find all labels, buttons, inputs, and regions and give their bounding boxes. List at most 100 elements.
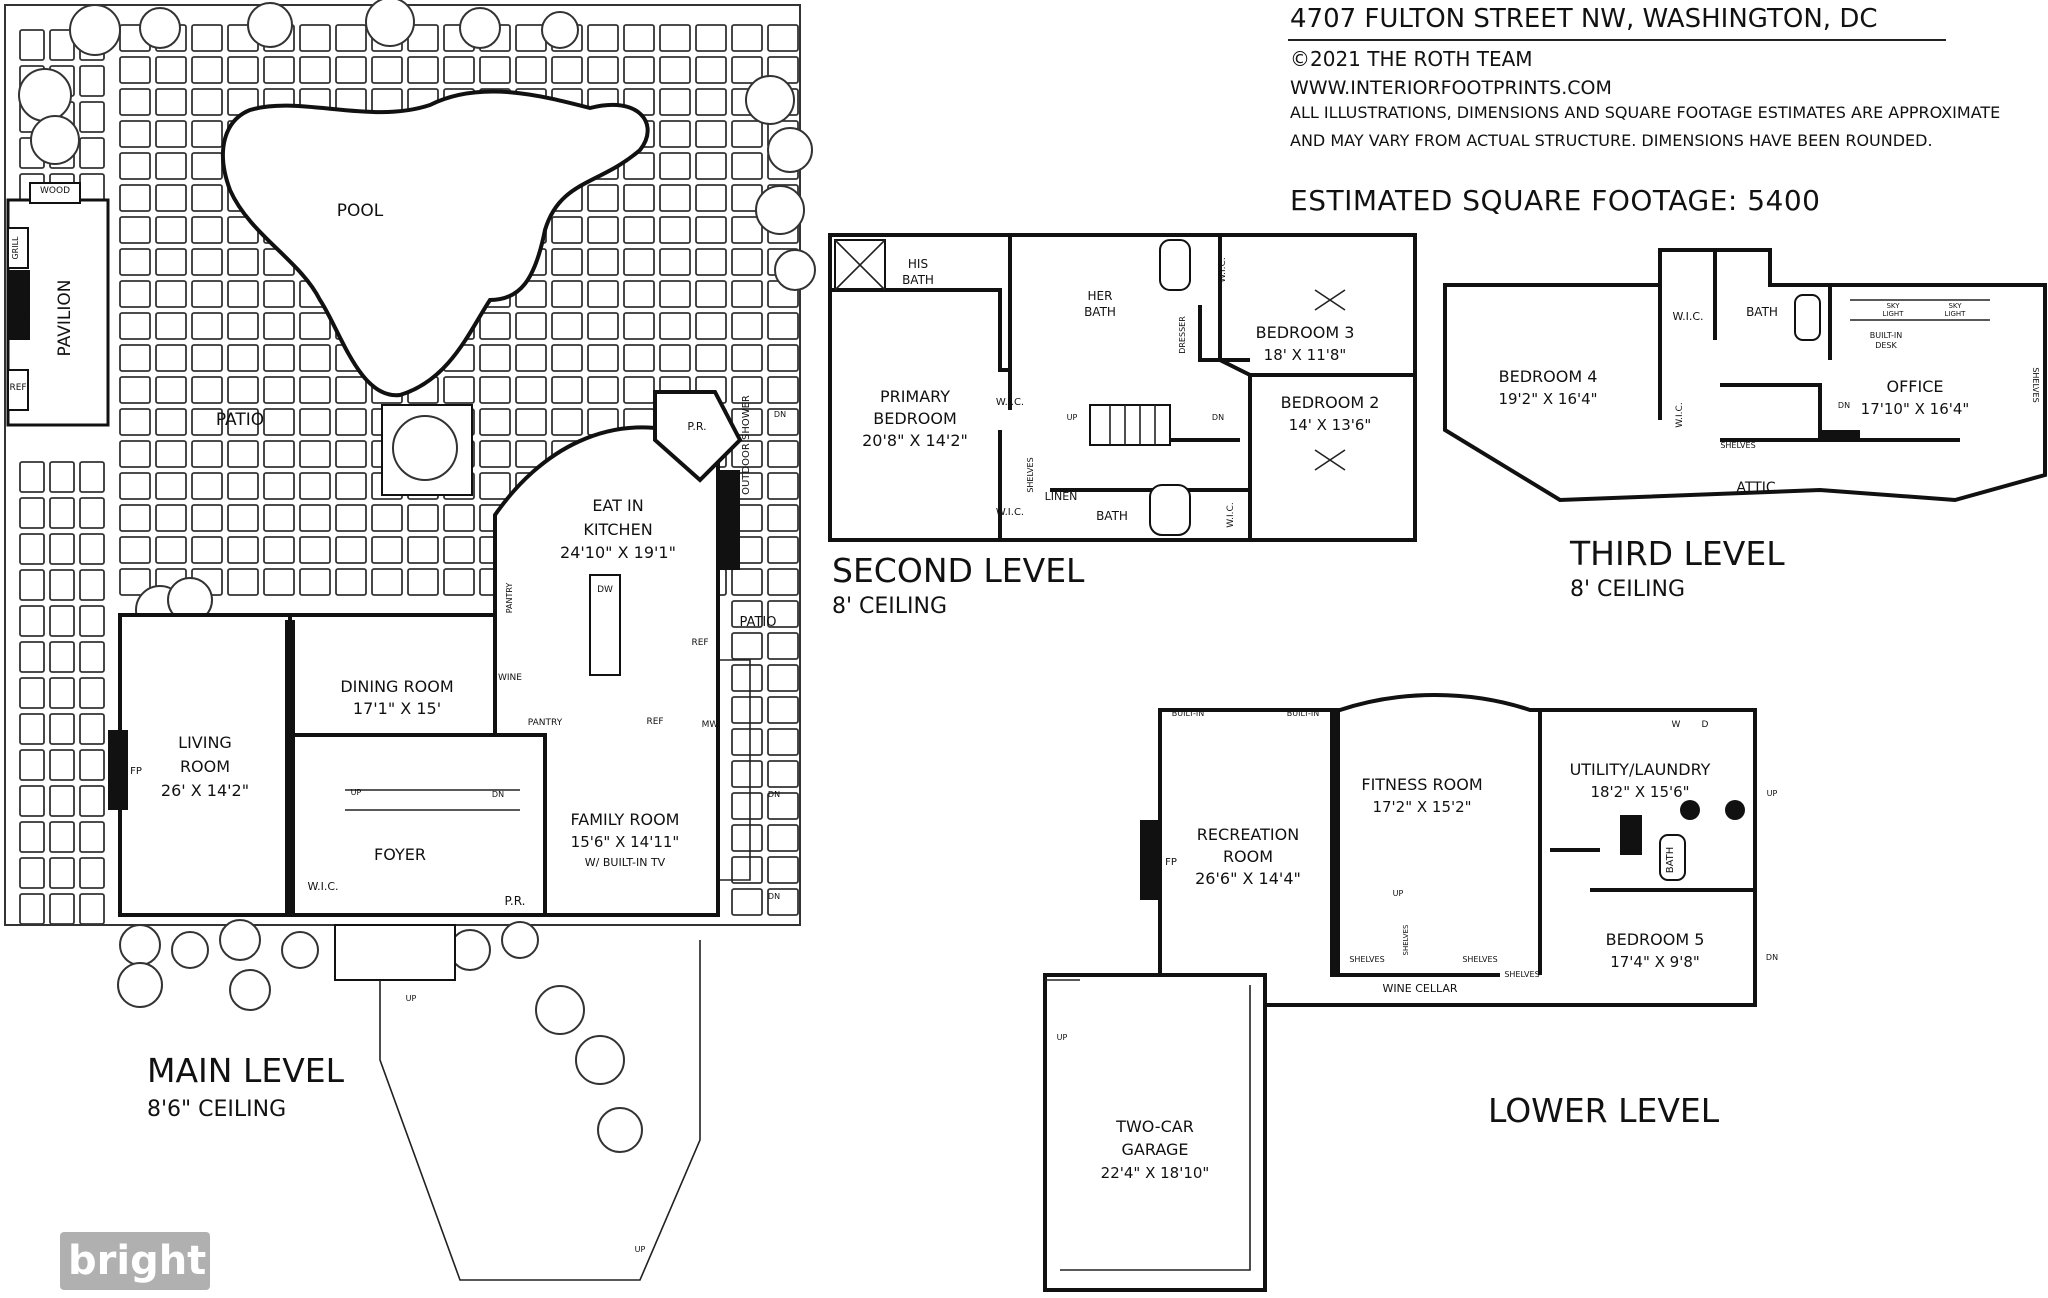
paver-tile [731, 760, 763, 788]
paver-tile [299, 536, 331, 564]
square-footage: ESTIMATED SQUARE FOOTAGE: 5400 [1290, 184, 1821, 217]
paver-tile [335, 472, 367, 500]
dryer-label: D [1702, 720, 1709, 730]
skylight-a-2: LIGHT [1883, 310, 1905, 318]
pavilion-fp-label: FP [14, 310, 27, 323]
paver-tile [19, 29, 45, 61]
second-level-title: SECOND LEVEL [832, 551, 1085, 590]
grill-label: GRILL [11, 236, 20, 260]
paver-tile [49, 605, 75, 637]
paver-tile [443, 376, 475, 404]
paver-tile [623, 312, 655, 340]
paver-tile [407, 56, 439, 84]
main-wic-label: W.I.C. [307, 880, 338, 893]
paver-tile [443, 56, 475, 84]
paver-tile [443, 568, 475, 596]
paver-tile [767, 568, 799, 596]
attic-label: ATTIC [1736, 480, 1775, 496]
paver-tile [299, 472, 331, 500]
third-bath-label: BATH [1746, 305, 1778, 319]
paver-tile [731, 792, 763, 820]
paver-tile [767, 792, 799, 820]
paver-tile [119, 248, 151, 276]
paver-tile [299, 376, 331, 404]
paver-tile [335, 376, 367, 404]
garage-label-1: TWO-CAR [1115, 1117, 1194, 1136]
paver-tile [767, 696, 799, 724]
second-dn-label: DN [1212, 413, 1224, 422]
paver-tile [587, 24, 619, 52]
side-dn-3-label: DN [768, 892, 780, 901]
paver-tile [191, 408, 223, 436]
paver-tile [479, 56, 511, 84]
bush [597, 1107, 643, 1153]
bedroom-2-dim: 14' X 13'6" [1289, 416, 1372, 434]
paver-tile [695, 280, 727, 308]
paver-tile [767, 664, 799, 692]
paver-tile [479, 440, 511, 468]
patio-label: PATIO [216, 410, 264, 430]
side-patio-label: PATIO [740, 615, 777, 630]
paver-tile [227, 376, 259, 404]
paver-tile [299, 56, 331, 84]
paver-tile [227, 312, 259, 340]
paver-tile [49, 533, 75, 565]
lower-up-c: UP [1767, 789, 1778, 798]
built-in-b: BUILT-IN [1287, 709, 1319, 718]
third-wic-b: W.I.C. [1675, 402, 1685, 427]
paver-tile [731, 728, 763, 756]
paver-tile [587, 376, 619, 404]
paver-tile [79, 677, 105, 709]
paver-tile [79, 461, 105, 493]
bush [501, 921, 539, 959]
paver-tile [515, 344, 547, 372]
paver-tile [19, 641, 45, 673]
main-dn-label: DN [492, 790, 504, 799]
his-bath-label-2: BATH [902, 273, 934, 287]
paver-tile [227, 344, 259, 372]
paver-tile [119, 376, 151, 404]
paver-tile [191, 440, 223, 468]
paver-tile [767, 344, 799, 372]
paver-tile [767, 440, 799, 468]
wood-label: WOOD [40, 186, 70, 196]
bush [30, 115, 80, 165]
paver-tile [659, 88, 691, 116]
paver-tile [19, 893, 45, 925]
built-in-desk-2: DESK [1875, 341, 1897, 350]
paver-tile [659, 248, 691, 276]
copyright: ©2021 THE ROTH TEAM [1290, 47, 1533, 71]
family-room-dim: 15'6" X 14'11" [571, 833, 680, 851]
bush [459, 7, 501, 49]
disclaimer-line-2: AND MAY VARY FROM ACTUAL STRUCTURE. DIME… [1290, 131, 1933, 150]
bedroom-4-dim: 19'2" X 16'4" [1498, 390, 1597, 408]
paver-tile [731, 248, 763, 276]
lower-up-a: UP [1057, 1033, 1068, 1042]
paver-tile [155, 440, 187, 468]
paver-tile [551, 248, 583, 276]
paver-tile [623, 56, 655, 84]
recreation-room-label-1: RECREATION [1197, 825, 1299, 844]
paver-tile [49, 641, 75, 673]
paver-tile [263, 312, 295, 340]
paver-tile [335, 504, 367, 532]
paver-tile [119, 440, 151, 468]
paver-tile [19, 749, 45, 781]
bush [69, 4, 121, 56]
paver-tile [335, 24, 367, 52]
paver-tile [155, 536, 187, 564]
paver-tile [443, 504, 475, 532]
watermark-suffix: MLS [212, 1255, 254, 1279]
bush [18, 68, 72, 122]
paver-tile [19, 497, 45, 529]
paver-tile [191, 216, 223, 244]
washer-label: W [1672, 720, 1681, 730]
paver-tile [695, 216, 727, 244]
recreation-room-label-2: ROOM [1223, 847, 1273, 866]
built-in-a: BUILT-IN [1172, 709, 1204, 718]
paver-tile [767, 760, 799, 788]
pavilion-ref-label: REF [9, 383, 26, 393]
lower-shelves-b: SHELVES [1462, 955, 1497, 964]
paver-tile [227, 440, 259, 468]
lower-shelves-d: SHELVES [1402, 924, 1410, 955]
